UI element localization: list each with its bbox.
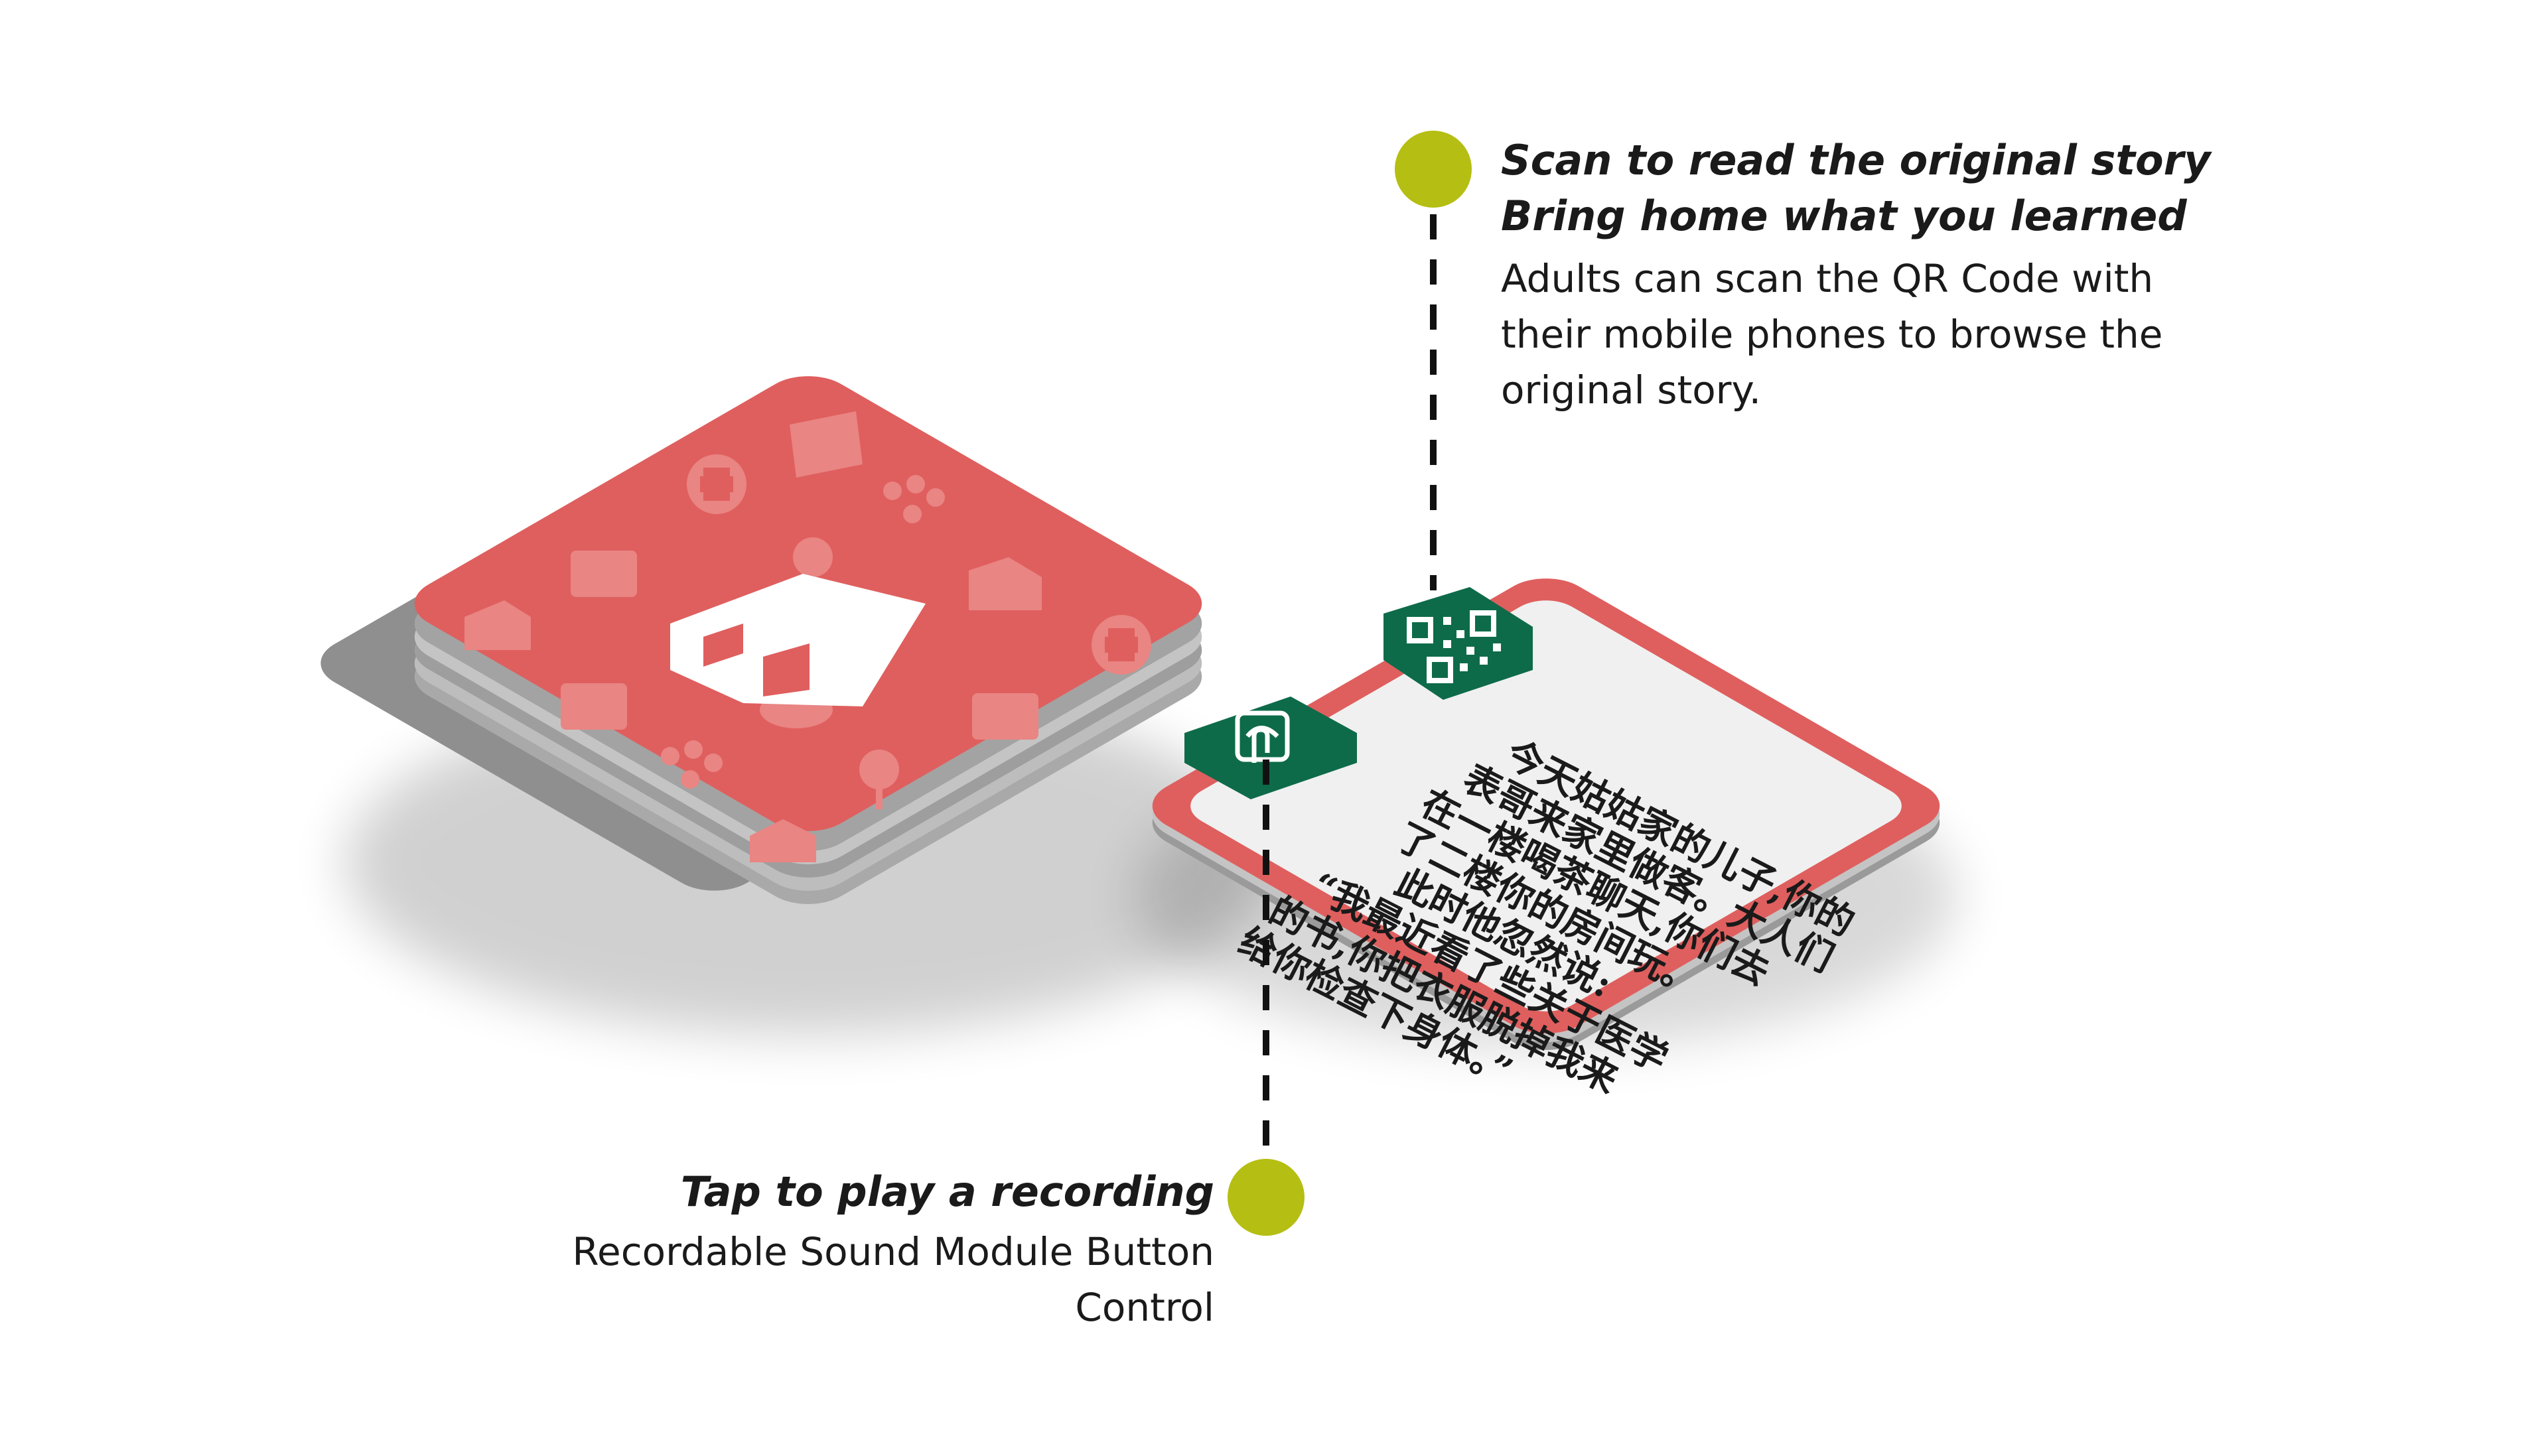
- annotation-body: Recordable Sound Module Button Control: [572, 1229, 1214, 1330]
- building-icon: [561, 683, 627, 730]
- annotation-headline: Tap to play a recording: [680, 1167, 1214, 1216]
- annotation-body: Adults can scan the QR Code with their m…: [1501, 256, 2163, 413]
- callout-dot: [1228, 1159, 1305, 1236]
- house-icon: [464, 600, 531, 650]
- story-card: 今天姑姑家的儿子,你的 表哥来家里做客。大人们 在一楼喝茶聊天,你们去 了二楼你…: [1135, 578, 1957, 1102]
- people-group-icon: [661, 475, 945, 789]
- callout-bottom: [1228, 760, 1305, 1236]
- annotation-headline: Scan to read the original story: [1501, 136, 2211, 184]
- annotation-scan-qr: Scan to read the original story Bring ho…: [1501, 133, 2231, 418]
- deck-pattern: [464, 411, 1151, 862]
- sound-button-badge[interactable]: [1184, 696, 1357, 799]
- building-icon: [571, 551, 637, 597]
- building-icon: [972, 693, 1038, 740]
- callout-dot: [1395, 131, 1472, 208]
- annotation-headline: Bring home what you learned: [1501, 192, 2187, 240]
- story-text: 今天姑姑家的儿子,你的 表哥来家里做客。大人们 在一楼喝茶聊天,你们去 了二楼你…: [1232, 732, 1861, 1102]
- qr-badge[interactable]: [1383, 587, 1533, 700]
- book-icon: [790, 411, 863, 478]
- qr-code-icon: [1407, 610, 1501, 683]
- annotation-tap-recording: Tap to play a recording Recordable Sound…: [418, 1164, 1214, 1335]
- house-icon: [750, 819, 816, 862]
- tap-hand-icon: [1235, 710, 1290, 763]
- medical-cross-icon: [1092, 615, 1151, 675]
- card-deck-stack: [320, 376, 1274, 1035]
- callout-top: [1395, 131, 1472, 590]
- story-card-face: [1190, 600, 1902, 1012]
- medical-cross-icon: [687, 454, 746, 514]
- house-icon: [969, 557, 1042, 610]
- house-icon: [670, 574, 926, 706]
